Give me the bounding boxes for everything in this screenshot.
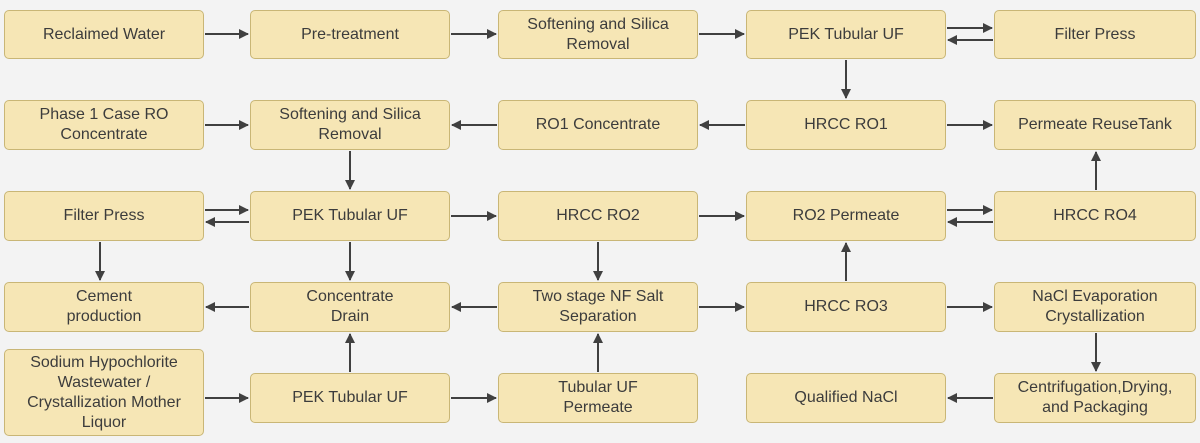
node-filter-press-2: Filter Press (4, 191, 204, 241)
node-sodium-hypochlorite: Sodium Hypochlorite Wastewater / Crystal… (4, 349, 204, 436)
node-qualified-nacl: Qualified NaCl (746, 373, 946, 423)
node-concentrate-drain: Concentrate Drain (250, 282, 450, 332)
node-nacl-evaporation: NaCl Evaporation Crystallization (994, 282, 1196, 332)
node-tubular-uf-permeate: Tubular UF Permeate (498, 373, 698, 423)
node-hrcc-ro4: HRCC RO4 (994, 191, 1196, 241)
node-pek-uf-3: PEK Tubular UF (250, 373, 450, 423)
node-pretreatment: Pre-treatment (250, 10, 450, 59)
node-cement-production: Cement production (4, 282, 204, 332)
node-ro2-permeate: RO2 Permeate (746, 191, 946, 241)
node-permeate-reuse-tank: Permeate ReuseTank (994, 100, 1196, 150)
node-nf-salt-separation: Two stage NF Salt Separation (498, 282, 698, 332)
node-phase1-ro-concentrate: Phase 1 Case RO Concentrate (4, 100, 204, 150)
node-softening-2: Softening and Silica Removal (250, 100, 450, 150)
node-ro1-concentrate: RO1 Concentrate (498, 100, 698, 150)
node-hrcc-ro2: HRCC RO2 (498, 191, 698, 241)
node-reclaimed-water: Reclaimed Water (4, 10, 204, 59)
node-pek-uf-2: PEK Tubular UF (250, 191, 450, 241)
node-centrifugation: Centrifugation,Drying, and Packaging (994, 373, 1196, 423)
node-softening-1: Softening and Silica Removal (498, 10, 698, 59)
node-hrcc-ro1: HRCC RO1 (746, 100, 946, 150)
node-hrcc-ro3: HRCC RO3 (746, 282, 946, 332)
node-pek-uf-1: PEK Tubular UF (746, 10, 946, 59)
node-filter-press-1: Filter Press (994, 10, 1196, 59)
